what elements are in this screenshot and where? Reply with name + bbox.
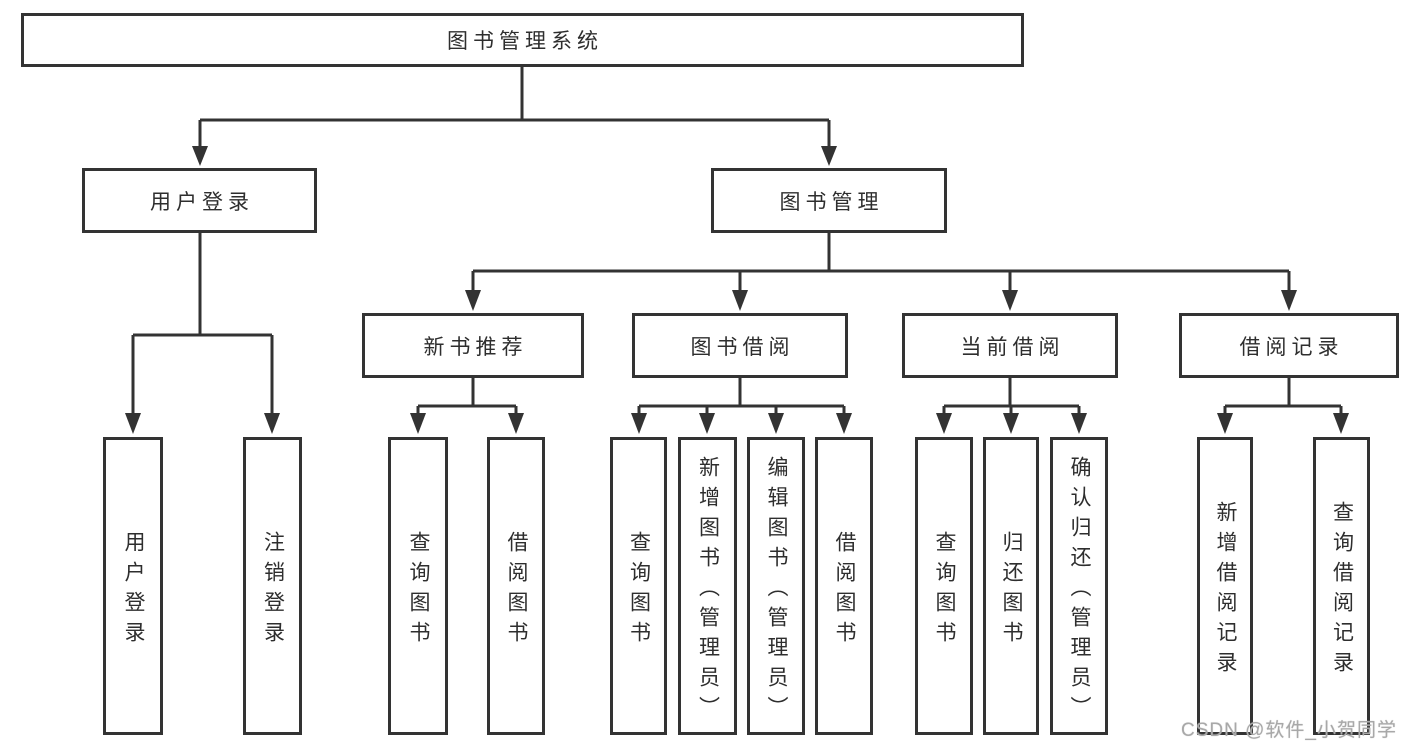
arrowhead-icon (768, 413, 784, 434)
connector-current-borrow-to-leaves (936, 378, 1087, 434)
connector-new-books-to-leaves (410, 378, 524, 434)
leaf-current-confirm-return-label: 确认归还（管理员） (1068, 455, 1091, 726)
connector-user-login-to-leaves (125, 233, 280, 434)
leaf-newbooks-borrow-book: 借阅图书 (487, 437, 545, 735)
arrowhead-icon (465, 290, 481, 311)
leaf-records-add-record-label: 新增借阅记录 (1214, 500, 1237, 681)
arrowhead-icon (410, 413, 426, 434)
connector-borrow-records-to-leaves (1217, 378, 1349, 434)
leaf-borrow-query-book: 查询图书 (610, 437, 667, 735)
leaf-current-confirm-return: 确认归还（管理员） (1050, 437, 1108, 735)
node-root: 图书管理系统 (21, 13, 1024, 67)
leaf-current-query-book: 查询图书 (915, 437, 973, 735)
node-book-borrow-label: 图书借阅 (690, 335, 795, 359)
leaf-current-return-book-label: 归还图书 (1000, 530, 1023, 651)
connector-book-borrow-to-leaves (631, 378, 852, 434)
leaf-user-login-label: 用户登录 (122, 530, 145, 651)
leaf-borrow-edit-book-label: 编辑图书（管理员） (765, 455, 788, 726)
node-user-login: 用户登录 (82, 168, 317, 233)
connector-book-mgmt-to-level2 (465, 233, 1297, 311)
arrowhead-icon (936, 413, 952, 434)
connector-root-to-level1 (192, 67, 837, 166)
arrowhead-icon (631, 413, 647, 434)
leaf-logout-label: 注销登录 (261, 530, 285, 651)
node-user-login-label: 用户登录 (150, 190, 254, 214)
arrowhead-icon (821, 146, 837, 166)
leaf-borrow-add-book-label: 新增图书（管理员） (696, 455, 720, 726)
arrowhead-icon (1333, 413, 1349, 434)
arrowhead-icon (508, 413, 524, 434)
leaf-newbooks-query-book-label: 查询图书 (407, 530, 430, 651)
node-book-mgmt-label: 图书管理 (779, 190, 884, 214)
leaf-borrow-query-book-label: 查询图书 (627, 530, 651, 651)
node-borrow-records: 借阅记录 (1179, 313, 1399, 378)
leaf-logout: 注销登录 (243, 437, 302, 735)
leaf-borrow-borrow-book: 借阅图书 (815, 437, 873, 735)
leaf-borrow-edit-book: 编辑图书（管理员） (747, 437, 805, 735)
leaf-user-login: 用户登录 (103, 437, 163, 735)
node-book-mgmt: 图书管理 (711, 168, 947, 233)
node-root-label: 图书管理系统 (447, 30, 603, 53)
leaf-newbooks-query-book: 查询图书 (388, 437, 448, 735)
arrowhead-icon (1002, 290, 1018, 311)
node-new-books-label: 新书推荐 (423, 335, 528, 359)
arrowhead-icon (732, 290, 748, 311)
leaf-records-query-record-label: 查询借阅记录 (1330, 500, 1354, 681)
node-new-books: 新书推荐 (362, 313, 584, 378)
leaf-current-return-book: 归还图书 (983, 437, 1039, 735)
arrowhead-icon (264, 413, 280, 434)
leaf-borrow-add-book: 新增图书（管理员） (678, 437, 737, 735)
leaf-records-query-record: 查询借阅记录 (1313, 437, 1370, 735)
node-book-borrow: 图书借阅 (632, 313, 848, 378)
node-borrow-records-label: 借阅记录 (1239, 335, 1344, 359)
arrowhead-icon (1281, 290, 1297, 311)
arrowhead-icon (1217, 413, 1233, 434)
leaf-records-add-record: 新增借阅记录 (1197, 437, 1253, 735)
leaf-newbooks-borrow-book-label: 借阅图书 (505, 530, 528, 651)
arrowhead-icon (836, 413, 852, 434)
leaf-current-query-book-label: 查询图书 (933, 530, 956, 651)
arrowhead-icon (1003, 413, 1019, 434)
arrowhead-icon (1071, 413, 1087, 434)
arrowhead-icon (192, 146, 208, 166)
arrowhead-icon (125, 413, 141, 434)
leaf-borrow-borrow-book-label: 借阅图书 (833, 530, 856, 651)
node-current-borrow-label: 当前借阅 (960, 335, 1065, 359)
arrowhead-icon (699, 413, 715, 434)
node-current-borrow: 当前借阅 (902, 313, 1118, 378)
